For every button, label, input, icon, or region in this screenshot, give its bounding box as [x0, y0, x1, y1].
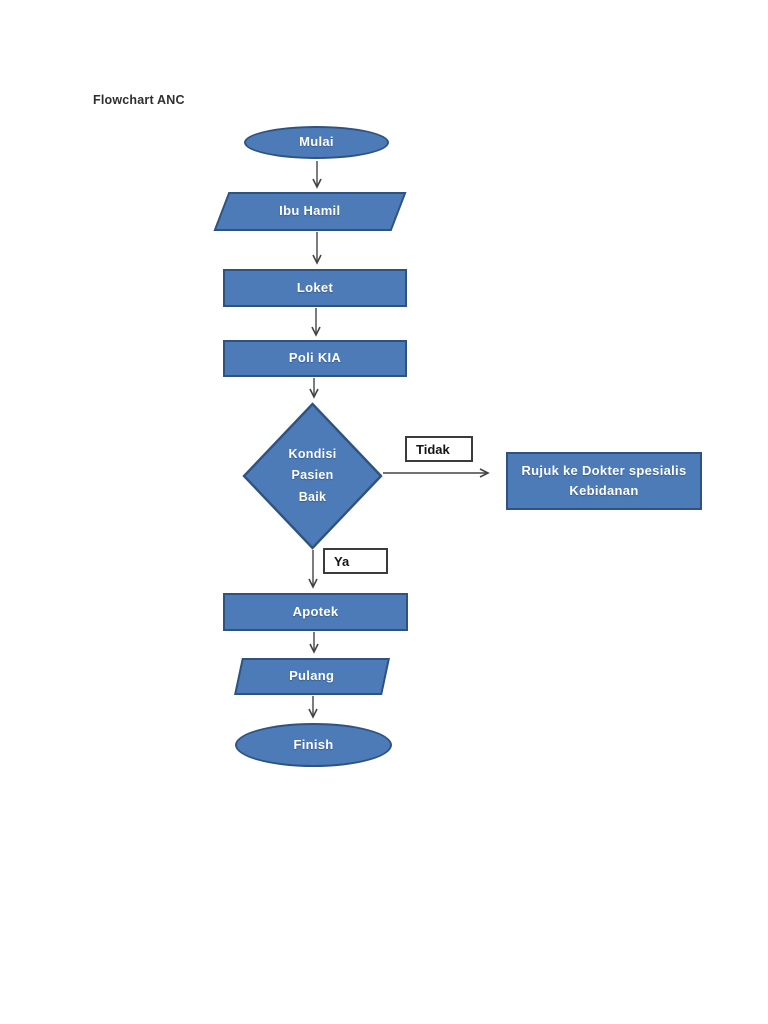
- flow-node-ibu-hamil-label: Ibu Hamil: [279, 203, 341, 219]
- flow-node-loket-label: Loket: [296, 279, 334, 295]
- flow-node-finish: Finish: [235, 723, 392, 767]
- flow-node-rujuk: Rujuk ke Dokter spesialis Kebidanan: [506, 452, 702, 510]
- flow-node-decision-label: Kondisi Pasien Baik: [288, 447, 337, 504]
- branch-label-yes: Ya: [323, 548, 388, 574]
- branch-label-no: Tidak: [405, 436, 473, 462]
- flow-node-loket: Loket: [223, 269, 407, 307]
- flow-node-finish-label: Finish: [293, 736, 334, 752]
- flow-node-poli-kia: Poli KIA: [223, 340, 407, 377]
- flow-node-apotek-label: Apotek: [292, 603, 339, 619]
- flow-node-start-label: Mulai: [299, 134, 334, 150]
- flow-node-decision: Kondisi Pasien Baik: [242, 402, 383, 550]
- decision-diamond-shape: [242, 402, 383, 550]
- branch-label-no-text: Tidak: [416, 441, 450, 457]
- branch-label-yes-text: Ya: [334, 553, 350, 569]
- flow-node-pulang-label: Pulang: [289, 668, 335, 684]
- flow-node-poli-kia-label: Poli KIA: [288, 350, 342, 366]
- page-title: Flowchart ANC: [93, 93, 185, 107]
- flow-node-pulang: Pulang: [234, 658, 390, 695]
- flow-node-ibu-hamil: Ibu Hamil: [213, 192, 407, 231]
- flow-node-apotek: Apotek: [223, 593, 408, 631]
- flow-node-start: Mulai: [244, 126, 389, 159]
- flow-node-rujuk-label: Rujuk ke Dokter spesialis Kebidanan: [521, 462, 687, 498]
